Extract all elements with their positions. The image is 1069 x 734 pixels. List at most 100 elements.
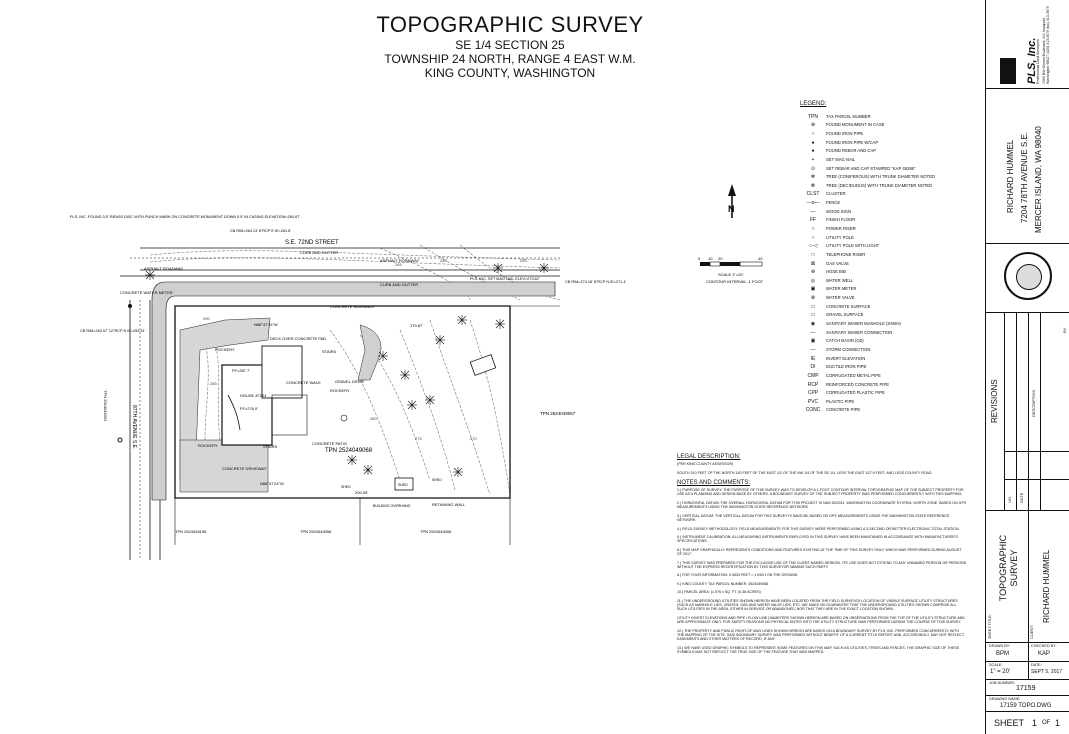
distance-east: 179.87': [410, 323, 423, 328]
job-label: JOB NUMBER:: [989, 681, 1015, 685]
surveyor-seal-icon: [1004, 252, 1052, 300]
legend-symbol-icon: —: [810, 329, 816, 336]
scale-label: SCALE 1"=20': [718, 272, 744, 277]
deck-label: DECK OVER CONCRETE PAD: [270, 336, 326, 341]
drawn-by-value: BPM: [996, 651, 1010, 657]
house-label: HOUSE #7204: [240, 393, 267, 398]
sidewalk-label: CONCRETE SIDEWALK: [330, 304, 374, 309]
legend-item-label: FOUND IRON PIPE: [826, 130, 864, 136]
checked-by-value: KAP: [1038, 651, 1051, 657]
client-address-1: 7204 78TH AVENUE S.E.: [1020, 131, 1029, 223]
legend-symbol-icon: ○: [811, 225, 815, 232]
legend-symbol-icon: ✻: [810, 182, 816, 189]
legend-item-label: PLASTIC PIPE: [826, 398, 855, 404]
legend-item: □TELEPHONE RISER: [800, 251, 980, 260]
legend-item-label: TELEPHONE RISER: [826, 251, 866, 257]
legend-symbol-icon: ▭: [810, 312, 816, 319]
legend-item-label: TREE (CONIFEROUS) WITH TRUNK DIAMETER NO…: [826, 174, 936, 180]
note-item: 13.) WE HAVE USED GRAPHIC SYMBOLS TO REP…: [677, 645, 960, 655]
gravel-drive-label: GRAVEL DRIVE: [335, 379, 364, 384]
note-item: 9.) KING COUNTY TAX PARCEL NUMBER: 25240…: [677, 581, 769, 586]
svg-text:275: 275: [415, 436, 422, 441]
legend-item-label: DUCTILE IRON PIPE: [826, 364, 867, 370]
legend-symbol-icon: ●: [811, 139, 815, 146]
monument-note-text: PLS, INC. FOUND 3.5" BRASS DISC WITH PUN…: [70, 215, 300, 219]
scale-tick-40: 40: [758, 256, 763, 261]
note-item: 10.) PARCEL AREA: (1,976 ± SQ. FT. (0.36…: [677, 590, 761, 595]
client-address-2: MERCER ISLAND, WA 98040: [1034, 126, 1043, 233]
legend-item-label: STORM CONNECTION: [826, 346, 871, 352]
bearing-south: N88°47'24"W: [260, 481, 284, 486]
legend-symbol-icon: ⊠: [810, 260, 816, 267]
shed-1: [394, 477, 414, 491]
title-township: TOWNSHIP 24 NORTH, RANGE 4 EAST W.M.: [384, 52, 636, 66]
legend-item: ⊕HOSE BIB: [800, 268, 980, 277]
title-county: KING COUNTY, WASHINGTON: [424, 66, 596, 80]
scale-tick-0: 0: [698, 256, 701, 261]
legend-item-label: WATER VALVE: [826, 295, 855, 301]
legend-item-label: GRAVEL SURFACE: [826, 312, 864, 318]
rockery-label-3: ROCKERY: [198, 443, 218, 448]
note-item: 5.) INSTRUMENT CALIBRATION: ALL MEASURIN…: [677, 535, 958, 544]
note-item: 2.) HORIZONTAL DATUM: THE OVERALL HORIZO…: [677, 500, 967, 510]
revisions-cell: REVISIONS NO. DATE DESCRIPTION BY: [986, 313, 1069, 511]
street-lines: [120, 247, 560, 560]
note-item: UTILITY INVERT ELEVATIONS AND PIPE / FLO…: [677, 615, 965, 625]
legend-symbol-icon: TPN: [808, 113, 818, 120]
drawn-by-label: DRAWN BY:: [989, 644, 1011, 648]
legend-item: —WOOD SIGN: [800, 208, 980, 217]
gravel-drive-area: [357, 324, 382, 381]
legend-item: +SET MAG NAIL: [800, 156, 980, 165]
legend-symbol-icon: FF: [809, 217, 817, 224]
legend-item-label: FINISH FLOOR: [826, 217, 856, 223]
svg-text:265: 265: [395, 262, 402, 267]
legend-item: ✻TREE (DECIDUOUS) WITH TRUNK DIAMETER NO…: [800, 182, 980, 191]
date-value: SEPT 5, 2017: [1031, 669, 1063, 675]
sheet-of: OF: [1042, 720, 1051, 726]
svg-text:280: 280: [370, 416, 377, 421]
shed-label-2: SHED: [432, 478, 442, 482]
sheet-title-label: SHEET TITLE:: [988, 614, 992, 639]
legend-item-label: FOUND MONUMENT IN CASE: [826, 122, 885, 128]
rev-no-label: NO.: [1007, 495, 1012, 503]
legend-symbol-icon: ⊕: [810, 269, 816, 276]
revisions-title: REVISIONS: [990, 379, 999, 423]
legal-text: SOUTH 310 FEET OF THE NORTH 140 FEET OF …: [677, 470, 933, 475]
legend-item-label: FOUND IRON PIPE W/CAP: [826, 139, 879, 145]
avenue-label: 87TH AVENUE S.E.: [131, 405, 137, 449]
pls-nail-note: PLS, INC. SET MAG NAIL ELEV=273.62': [470, 277, 540, 281]
date-label: DATE:: [1031, 663, 1042, 667]
drawing-title: TOPOGRAPHIC SURVEY: [376, 12, 644, 37]
note-item: 4.) FIELD SURVEY METHODOLOGY: FIELD MEAS…: [677, 526, 960, 531]
stairs-label: STAIRS: [263, 444, 277, 449]
legend-symbol-icon: CONC: [805, 407, 821, 414]
legend-item: —STORM CONNECTION: [800, 346, 980, 355]
legend-item-label: REINFORCED CONCRETE PIPE: [826, 381, 890, 387]
scale-label-tb: SCALE:: [989, 663, 1003, 667]
legend-item: ▣CATCH BASIN (CB): [800, 337, 980, 346]
legend-item: —SANITARY SEWER CONNECTION: [800, 329, 980, 338]
legend-item: ⊗WATER VALVE: [800, 294, 980, 303]
title-block: PLS, Inc. Professional Land Surveyors 15…: [985, 0, 1069, 734]
note-item: 8.) FOR YOUR INFORMATION: 0.0833 FEET = …: [677, 573, 798, 578]
legal-sub: (PER KING COUNTY ASSESSOR): [677, 462, 734, 467]
note-item: 3.) VERTICAL DATUM: THE VERTICAL DATUM F…: [677, 513, 950, 523]
cb-right-note: CB RIM=274.18' 8"RCP N IE=271.4': [565, 280, 626, 284]
retaining-wall-label: RETAINING WALL: [432, 502, 466, 507]
legend-symbol-icon: ◎: [810, 277, 816, 284]
note-item: 6.) THIS MAP GRAPHICALLY REPRESENTS COND…: [677, 547, 962, 557]
legend-item-label: POWER RISER: [826, 225, 856, 231]
street-label: S.E. 72ND STREET: [285, 240, 339, 246]
notes-header: NOTES AND COMMENTS:: [677, 479, 751, 486]
legend-item: ○ POWER RISER: [800, 225, 980, 234]
legend-symbol-icon: DI: [810, 364, 816, 371]
drawing-name-row: DRAWING NAME: 17159 TOPO.DWG: [986, 696, 1069, 712]
legend-symbol-icon: ○: [811, 130, 815, 137]
legend-symbol-icon: ✻: [810, 174, 816, 181]
drawing-name-label: DRAWING NAME:: [989, 697, 1021, 701]
walk-label: CONCRETE WALK: [286, 380, 321, 385]
